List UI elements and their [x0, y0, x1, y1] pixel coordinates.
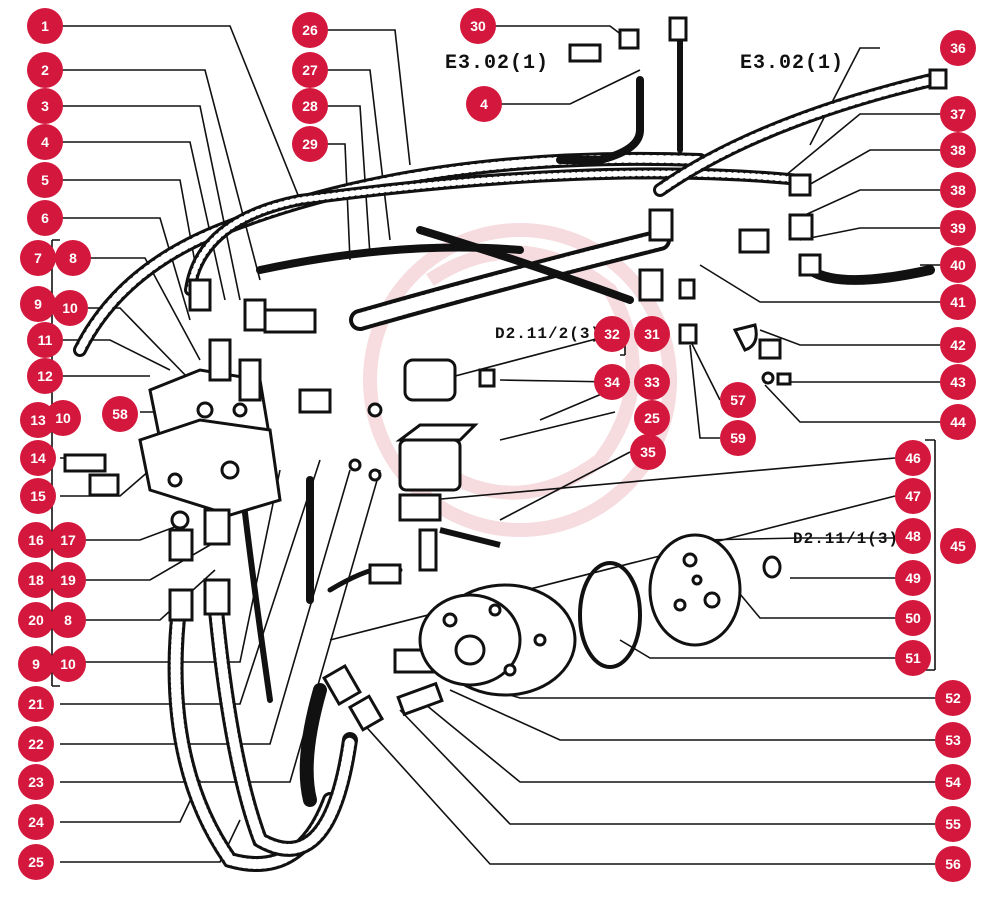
- ref-e302-left: E3.02(1): [445, 52, 550, 75]
- callout-43[interactable]: 43: [940, 364, 976, 400]
- callout-24[interactable]: 24: [18, 804, 54, 840]
- callout-46[interactable]: 46: [895, 440, 931, 476]
- solenoid-valves: [395, 358, 479, 522]
- callout-40[interactable]: 40: [940, 247, 976, 283]
- callout-51[interactable]: 51: [895, 640, 931, 676]
- ref-d211-1-3: D2.11/1(3): [793, 530, 900, 548]
- callout-38-b[interactable]: 38: [940, 172, 976, 208]
- callout-55[interactable]: 55: [935, 806, 971, 842]
- callout-20[interactable]: 20: [18, 602, 54, 638]
- orbital-motor: [418, 533, 782, 697]
- ref-d211-2-3: D2.11/2(3): [495, 325, 602, 343]
- callout-58[interactable]: 58: [102, 396, 138, 432]
- callout-56[interactable]: 56: [935, 846, 971, 882]
- hoses: [73, 27, 947, 872]
- callout-30[interactable]: 30: [460, 8, 496, 44]
- callout-16[interactable]: 16: [18, 522, 54, 558]
- callout-10[interactable]: 10: [52, 290, 88, 326]
- callout-23[interactable]: 23: [18, 764, 54, 800]
- callout-10-c[interactable]: 10: [50, 646, 86, 682]
- callout-21[interactable]: 21: [18, 686, 54, 722]
- callout-54[interactable]: 54: [935, 764, 971, 800]
- ref-e302-right: E3.02(1): [740, 52, 845, 75]
- callout-15[interactable]: 15: [20, 478, 56, 514]
- callout-38[interactable]: 38: [940, 132, 976, 168]
- callout-49[interactable]: 49: [895, 560, 931, 596]
- callout-4[interactable]: 4: [27, 124, 63, 160]
- callout-5[interactable]: 5: [27, 162, 63, 198]
- callout-53[interactable]: 53: [935, 722, 971, 758]
- callout-9-b[interactable]: 9: [18, 646, 54, 682]
- callout-34[interactable]: 34: [594, 364, 630, 400]
- callout-11[interactable]: 11: [27, 322, 63, 358]
- callout-17[interactable]: 17: [50, 522, 86, 558]
- callout-28[interactable]: 28: [292, 88, 328, 124]
- callout-32[interactable]: 32: [594, 316, 630, 352]
- callout-2[interactable]: 2: [27, 52, 63, 88]
- callout-18[interactable]: 18: [18, 562, 54, 598]
- callout-9[interactable]: 9: [20, 286, 56, 322]
- callout-12[interactable]: 12: [27, 358, 63, 394]
- callout-37[interactable]: 37: [940, 96, 976, 132]
- callout-39[interactable]: 39: [940, 210, 976, 246]
- callout-19[interactable]: 19: [50, 562, 86, 598]
- callout-8[interactable]: 8: [55, 240, 91, 276]
- callout-35[interactable]: 35: [630, 434, 666, 470]
- callout-36[interactable]: 36: [940, 30, 976, 66]
- callout-31[interactable]: 31: [634, 316, 670, 352]
- callout-4-b[interactable]: 4: [466, 86, 502, 122]
- callout-47[interactable]: 47: [895, 478, 931, 514]
- callout-48[interactable]: 48: [895, 518, 931, 554]
- callout-7[interactable]: 7: [20, 240, 56, 276]
- callout-45[interactable]: 45: [940, 528, 976, 564]
- callout-10-b[interactable]: 10: [45, 400, 81, 436]
- callout-8-b[interactable]: 8: [50, 602, 86, 638]
- callout-57[interactable]: 57: [720, 382, 756, 418]
- callout-1[interactable]: 1: [27, 8, 63, 44]
- callout-3[interactable]: 3: [27, 88, 63, 124]
- callout-52[interactable]: 52: [935, 680, 971, 716]
- callout-26[interactable]: 26: [292, 12, 328, 48]
- callout-6[interactable]: 6: [27, 200, 63, 236]
- callout-33[interactable]: 33: [634, 364, 670, 400]
- callout-22[interactable]: 22: [18, 726, 54, 762]
- callout-29[interactable]: 29: [292, 126, 328, 162]
- callout-25-b[interactable]: 25: [634, 400, 670, 436]
- callout-44[interactable]: 44: [940, 404, 976, 440]
- callout-42[interactable]: 42: [940, 327, 976, 363]
- callout-14[interactable]: 14: [20, 440, 56, 476]
- callout-41[interactable]: 41: [940, 284, 976, 320]
- callout-50[interactable]: 50: [895, 600, 931, 636]
- callout-25[interactable]: 25: [18, 844, 54, 880]
- callout-27[interactable]: 27: [292, 52, 328, 88]
- callout-59[interactable]: 59: [720, 420, 756, 456]
- fittings: [63, 16, 948, 732]
- hose-clamps: [170, 323, 792, 548]
